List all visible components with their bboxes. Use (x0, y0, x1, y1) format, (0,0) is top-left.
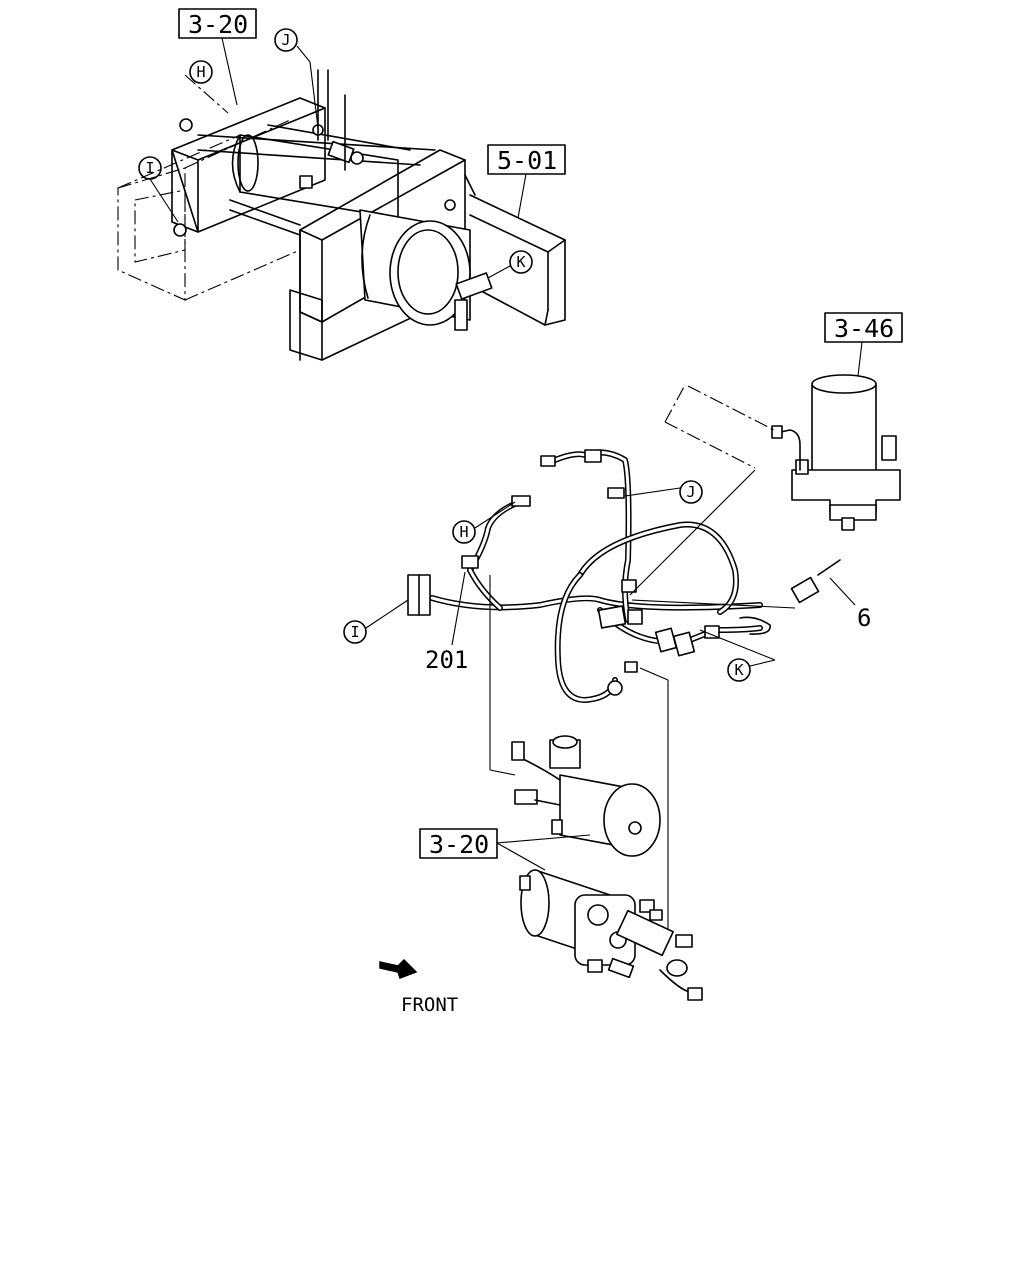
reference-box-3-20-bottom: 3-20 (419, 828, 591, 871)
part-number-6: 6 (857, 604, 871, 632)
reference-box-5-01: 5-01 (487, 144, 566, 219)
motor-lower (519, 869, 703, 1001)
svg-text:J: J (686, 483, 695, 501)
front-label: FRONT (401, 994, 458, 1016)
svg-text:K: K (516, 253, 525, 271)
callout-h-harness: H (452, 501, 516, 544)
front-arrow-icon (379, 958, 418, 979)
ref-3-20-bottom-label: 3-20 (429, 830, 489, 859)
ref-3-46-label: 3-46 (834, 314, 894, 343)
callout-j-harness: J (624, 469, 756, 596)
svg-text:H: H (459, 523, 468, 541)
svg-text:I: I (350, 623, 359, 641)
svg-text:K: K (734, 661, 743, 679)
wiring-harness-201 (407, 449, 841, 703)
air-dryer-assembly (664, 374, 901, 531)
callout-j-top: J (274, 28, 319, 129)
callout-k-harness: K (699, 629, 776, 682)
svg-text:H: H (196, 63, 205, 81)
front-orientation-indicator: FRONT (379, 958, 458, 1016)
callout-i-harness: I (343, 599, 409, 644)
svg-text:J: J (281, 31, 290, 49)
motor-upper (511, 735, 661, 857)
air-tank-frame-assembly (117, 69, 566, 361)
svg-text:I: I (145, 159, 154, 177)
reference-box-3-20-top: 3-20 (178, 8, 257, 106)
callout-i-top: I (138, 156, 179, 223)
callout-k-top: K (487, 250, 533, 279)
reference-box-3-46: 3-46 (824, 312, 903, 377)
part-number-201: 201 (425, 646, 468, 674)
ref-3-20-top-label: 3-20 (188, 10, 248, 39)
ref-5-01-label: 5-01 (497, 146, 557, 175)
callout-h-top: H (184, 60, 229, 114)
